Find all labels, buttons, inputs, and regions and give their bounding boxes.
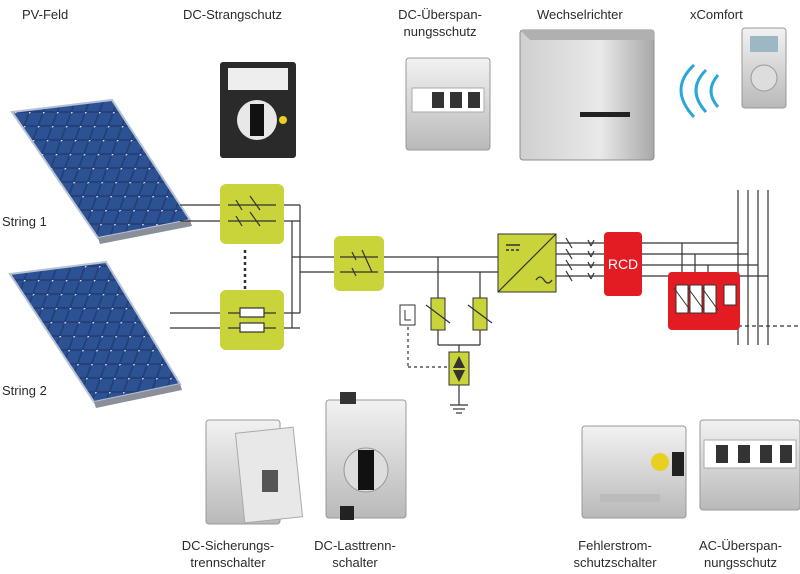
label-ac-ueberspannungsschutz: AC-Überspan- nungsschutz: [683, 537, 798, 571]
ac-breaker-contacts: [565, 237, 595, 282]
label-line: schutzschalter: [573, 555, 657, 570]
label-dc-strangschutz: DC-Strangschutz: [183, 7, 282, 22]
pv-panel-string-1: [10, 98, 192, 244]
dc-load-switch-symbol: [334, 236, 384, 291]
inverter-device: [519, 29, 655, 161]
dc-ueberspannungsschutz-device: [405, 57, 491, 151]
dc-strangschutz-device: [220, 62, 296, 158]
label-string-1: String 1: [2, 214, 47, 229]
label-dc-sicherungstrennschalter: DC-Sicherungs- trennschalter: [168, 537, 288, 571]
label-line: nungsschutz: [704, 555, 777, 570]
inverter-symbol: [497, 233, 557, 293]
dc-sicherungstrennschalter-device: [205, 419, 304, 525]
label-line: nungsschutz: [403, 24, 477, 39]
xcomfort-device: [679, 27, 787, 119]
label-string-2: String 2: [2, 383, 47, 398]
dc-lasttrennschalter-device: [325, 392, 407, 520]
label-line: trennschalter: [190, 555, 266, 570]
ac-surge-protector-symbol: [668, 272, 740, 330]
dc-strangschutz-symbol: [220, 184, 284, 244]
label-line: DC-Lasttrenn-: [314, 538, 396, 553]
label-line: Fehlerstrom-: [578, 538, 652, 553]
rcd-label: RCD: [608, 256, 638, 272]
pv-panel-string-2: [8, 260, 182, 408]
label-fehlerstromschutzschalter: Fehlerstrom- schutzschalter: [560, 537, 670, 571]
label-line: AC-Überspan-: [698, 538, 783, 553]
ac-ueberspannungsschutz-device: [699, 419, 800, 511]
label-pv-feld: PV-Feld: [22, 7, 69, 22]
label-dc-ueberspannungsschutz: DC-Überspan- nungsschutz: [385, 6, 495, 40]
fehlerstromschutzschalter-device: [581, 425, 687, 519]
rcd-symbol: RCD: [604, 232, 642, 296]
label-line: schalter: [332, 555, 378, 570]
label-dc-lasttrennschalter: DC-Lasttrenn- schalter: [300, 537, 410, 571]
label-line: DC-Sicherungs-: [181, 538, 275, 553]
label-xcomfort: xComfort: [690, 7, 743, 22]
dc-surge-protector-symbol: [399, 297, 493, 386]
dc-fuse-symbol: [220, 290, 284, 350]
label-wechselrichter: Wechselrichter: [537, 7, 623, 22]
label-line: DC-Überspan-: [398, 7, 482, 22]
